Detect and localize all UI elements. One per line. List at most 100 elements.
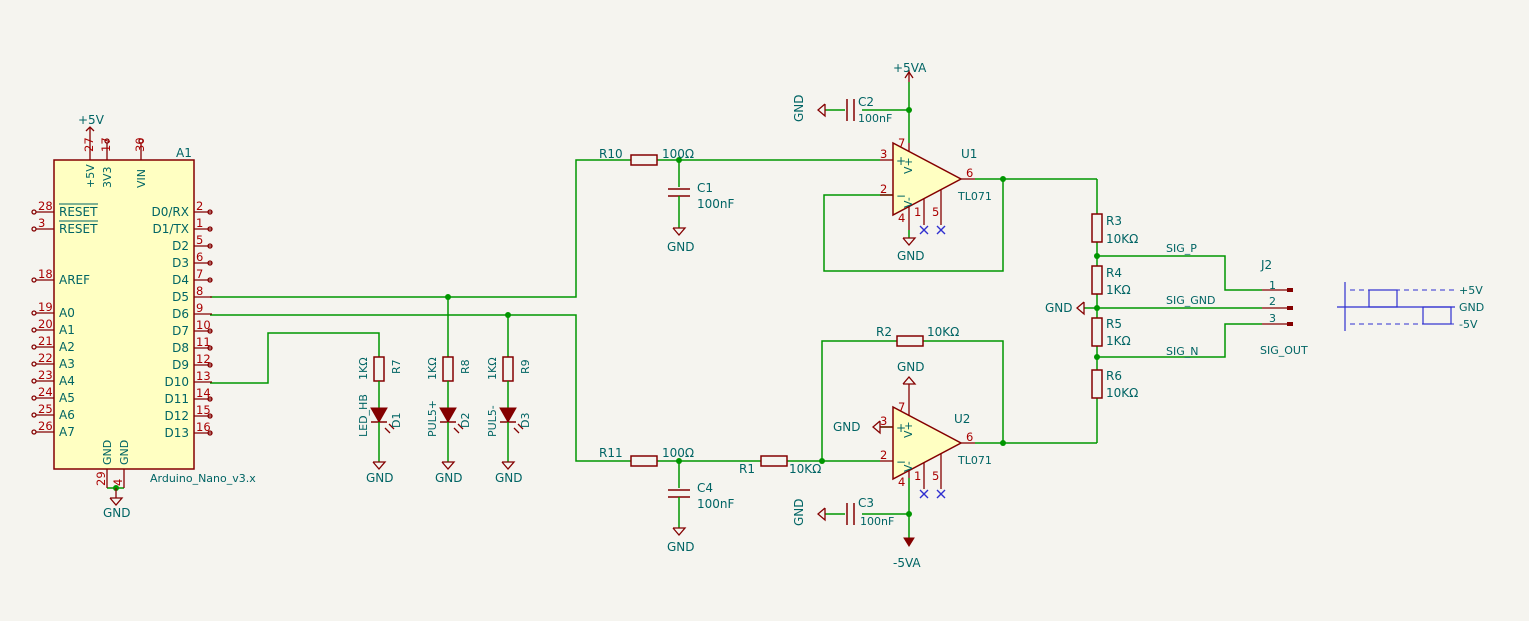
schematic-label: R3: [1106, 214, 1122, 228]
arduino-left-pin-name: AREF: [59, 273, 90, 287]
gnd-u2-input: GND: [833, 420, 881, 435]
arduino-top-pin-number: 17: [99, 137, 113, 152]
schematic-label: 5: [932, 205, 939, 219]
net-label-sig-gnd: SIG_GND: [1166, 294, 1215, 307]
resistor-r6: [1091, 369, 1103, 399]
arduino-right-pin-number: 1: [196, 216, 203, 230]
resistor-r5: [1091, 317, 1103, 347]
schematic-label: 5: [932, 469, 939, 483]
arduino-right-pin-name: D11: [164, 392, 189, 406]
schematic-label: PUL5+: [426, 400, 439, 437]
schematic-label: GND: [792, 94, 806, 122]
arduino-right-pin-name: D1/TX: [153, 222, 189, 236]
wires: [107, 82, 1262, 538]
arduino-right-pin-number: 8: [196, 284, 203, 298]
arduino-right-pin-name: D5: [172, 290, 189, 304]
schematic-label: D1: [390, 413, 403, 428]
connector-j2: J2 SIG_OUT 1 2 3: [1260, 258, 1308, 357]
schematic-label: R9: [519, 359, 532, 374]
schematic-label: 4: [898, 475, 905, 489]
schematic-label: 4: [898, 211, 905, 225]
schematic-label: −: [896, 189, 906, 203]
arduino-right-pin-number: 12: [196, 352, 211, 366]
arduino-right-pin-name: D13: [164, 426, 189, 440]
arduino-left-pin-name: A5: [59, 391, 75, 405]
schematic-label: 10KΩ: [789, 462, 821, 476]
arduino-right-pin-number: 11: [196, 335, 211, 349]
arduino-right-pin-name: D4: [172, 273, 189, 287]
schematic-label: 10KΩ: [927, 325, 959, 339]
schematic-label: GND: [1045, 301, 1073, 315]
arduino-left-pin-name: RESET: [59, 222, 98, 236]
schematic-label: GND: [103, 506, 131, 520]
arduino-left-pin-number: 18: [38, 267, 53, 281]
schematic-label: 1KΩ: [1106, 334, 1131, 348]
arduino-left-pin-number: 3: [38, 216, 45, 230]
schematic-label: U1: [961, 147, 977, 161]
capacitor-c3: C3 100nF GND: [792, 496, 894, 528]
schematic-label: U2: [954, 412, 970, 426]
net-label-sig-p: SIG_P: [1166, 242, 1197, 255]
arduino-right-pin-name: D6: [172, 307, 189, 321]
arduino-left-pin-name: A4: [59, 374, 75, 388]
schematic-label: V-: [902, 461, 915, 472]
arduino-right-pin-number: 7: [196, 267, 203, 281]
schematic-label: C3: [858, 496, 874, 510]
power-neg-5va: -5VA: [893, 537, 921, 570]
arduino-right-pin-name: D9: [172, 358, 189, 372]
schematic-label: 1KΩ: [1106, 283, 1131, 297]
arduino-left-pin-name: A7: [59, 425, 75, 439]
arduino-top-pin-name: VIN: [135, 169, 148, 188]
schematic-label: 1: [1269, 279, 1276, 292]
schematic-label: C1: [697, 181, 713, 195]
schematic-label: R2: [876, 325, 892, 339]
schematic-label: +5VA: [893, 61, 927, 75]
schematic-label: TL071: [957, 190, 992, 203]
resistor-r4: [1091, 265, 1103, 295]
schematic-label: V+: [902, 157, 915, 174]
arduino-right-pin-number: 9: [196, 301, 203, 315]
resistor-r2: R2 10KΩ: [876, 325, 959, 347]
arduino-left-pin-number: 26: [38, 419, 53, 433]
net-label-sig-n: SIG_N: [1166, 345, 1198, 358]
arduino-top-pin-name: 3V3: [101, 166, 114, 188]
schematic-label: 3: [1269, 312, 1276, 325]
schematic-label: R7: [390, 359, 403, 374]
arduino-right-pin-number: 16: [196, 420, 211, 434]
gnd-output: GND: [1045, 301, 1085, 316]
arduino-left-pin-name: A2: [59, 340, 75, 354]
resistor-r10: [630, 154, 658, 166]
schematic-label: TL071: [957, 454, 992, 467]
resistor-r11: [630, 455, 658, 467]
schematic-label: 3: [880, 414, 887, 428]
arduino-ref: A1: [176, 146, 192, 160]
schematic-label: R8: [459, 359, 472, 374]
schematic-label: D3: [519, 413, 532, 428]
arduino-left-pin-number: 21: [38, 334, 53, 348]
schematic-label: GND: [366, 471, 394, 485]
arduino-bottom-pin-name: GND: [101, 440, 114, 465]
arduino-right-pin-number: 5: [196, 233, 203, 247]
schematic-label: R11: [599, 446, 623, 460]
arduino-left-pin-number: 25: [38, 402, 53, 416]
schematic-label: 2: [1269, 295, 1276, 308]
schematic-label: 100nF: [860, 515, 894, 528]
gnd-u1: GND: [897, 237, 925, 263]
arduino-left-pin-name: A6: [59, 408, 75, 422]
schematic-label: 6: [966, 430, 973, 444]
input-filters: R10 100Ω R11 100Ω C1 100nF GND C4 100nF …: [599, 147, 959, 554]
arduino-right-pin-number: 6: [196, 250, 203, 264]
schematic-label: 1: [914, 205, 921, 219]
schematic-label: LED_HB: [357, 394, 370, 437]
arduino-left-pin-number: 23: [38, 368, 53, 382]
arduino-right-pin-name: D7: [172, 324, 189, 338]
schematic-label: 7: [898, 400, 905, 414]
arduino-top-pin-name: +5V: [84, 164, 97, 188]
arduino-body: [53, 159, 195, 470]
schematic-label: 1KΩ: [426, 357, 439, 380]
arduino-left-pin-number: 24: [38, 385, 53, 399]
power-5v-arduino: +5V: [78, 113, 144, 160]
